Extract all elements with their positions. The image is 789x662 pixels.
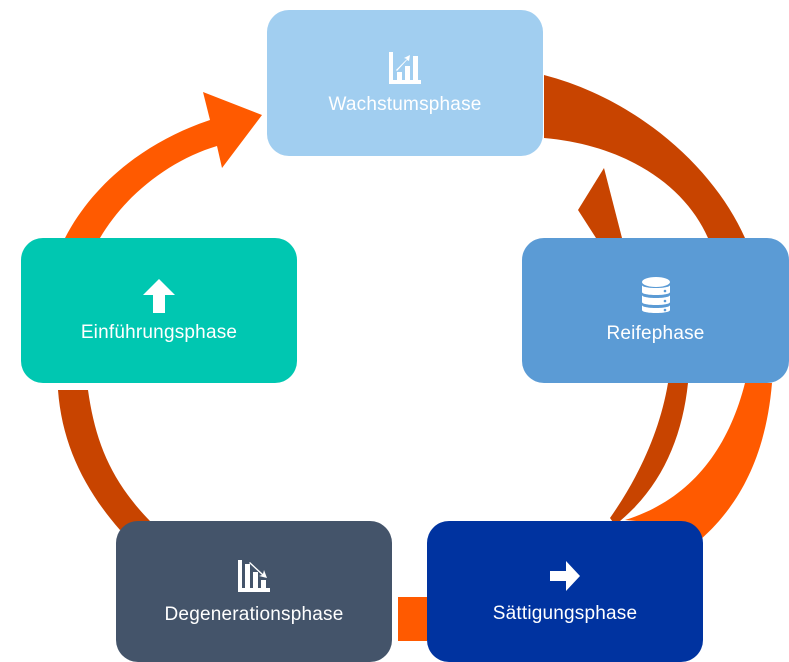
bar-chart-up-icon	[389, 52, 421, 84]
phase-label: Degenerationsphase	[164, 603, 344, 625]
phase-label: Reifephase	[606, 322, 705, 344]
bar-chart-down-icon	[238, 559, 270, 592]
arrow-up-icon	[143, 278, 175, 313]
phase-degeneration: Degenerationsphase	[116, 521, 392, 662]
arrow-einfuehrung-to-wachstum	[65, 92, 262, 238]
phase-reife: Reifephase	[522, 238, 789, 383]
phase-label: Wachstumsphase	[328, 94, 482, 115]
arrow-reife-inner-head	[578, 168, 622, 238]
phase-saettigung: Sättigungsphase	[427, 521, 703, 662]
phase-einfuehrung: Einführungsphase	[21, 238, 297, 383]
phase-wachstum: Wachstumsphase	[267, 10, 543, 156]
phase-label: Sättigungsphase	[492, 602, 638, 624]
arrow-saettigung-to-degeneration	[398, 597, 427, 641]
arrow-reife-to-saettigung-outer	[625, 383, 772, 540]
phase-label: Einführungsphase	[80, 321, 238, 343]
arrow-reife-to-saettigung	[610, 383, 688, 525]
arrow-right-icon	[550, 560, 580, 591]
arrow-degeneration-to-einfuehrung	[58, 390, 150, 530]
database-icon	[641, 276, 670, 313]
arrow-wachstum-to-reife	[544, 75, 745, 238]
